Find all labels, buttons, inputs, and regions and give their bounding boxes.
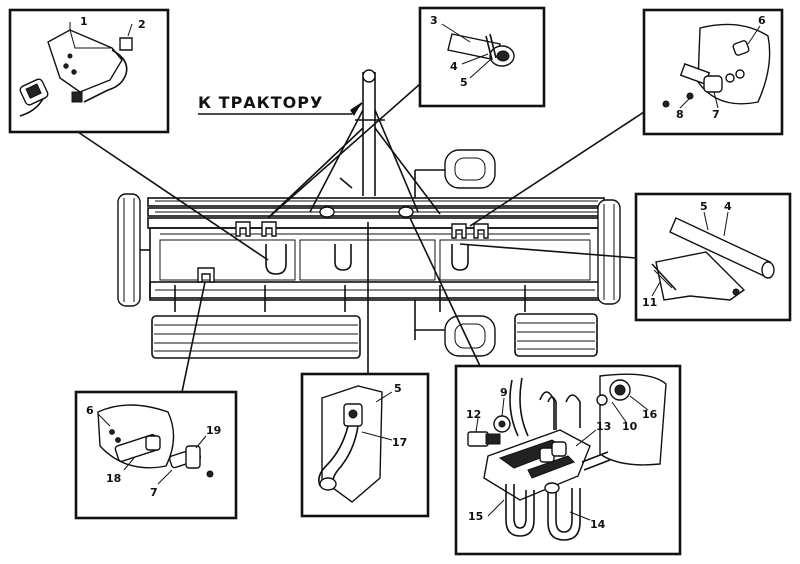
callout-1: 1 <box>80 15 88 28</box>
drawbar <box>197 69 489 283</box>
callout-19: 19 <box>206 424 221 437</box>
leader-lines <box>77 83 645 393</box>
callout-4: 4 <box>450 60 458 73</box>
callout-16: 16 <box>642 408 658 421</box>
detail-bottom-left: 6 18 19 7 <box>74 390 238 520</box>
callout-5-bottom: 5 <box>394 382 402 395</box>
callout-18: 18 <box>106 472 121 485</box>
callout-6: 6 <box>758 14 766 27</box>
detail-bottom-right: 12 9 13 10 16 15 14 <box>454 364 682 556</box>
detail-top-center: 3 4 5 <box>418 6 546 108</box>
callout-10: 10 <box>622 420 638 433</box>
detail-mid-right: 5 4 11 <box>634 192 792 322</box>
callout-4-right: 4 <box>724 200 732 213</box>
callout-17: 17 <box>392 436 407 449</box>
to-tractor-label: К ТРАКТОРУ <box>198 93 323 112</box>
callout-15: 15 <box>468 510 483 523</box>
machine-frame <box>117 149 621 359</box>
callout-5: 5 <box>460 76 468 89</box>
callout-11: 11 <box>642 296 657 309</box>
callout-12: 12 <box>466 408 481 421</box>
callout-2: 2 <box>138 18 146 31</box>
callout-7-bottom: 7 <box>150 486 158 499</box>
detail-bottom-center: 5 17 <box>300 372 430 518</box>
callout-3: 3 <box>430 14 438 27</box>
detail-top-right: 6 7 8 <box>642 8 784 136</box>
callout-5-right: 5 <box>700 200 708 213</box>
callout-14: 14 <box>590 518 606 531</box>
callout-7: 7 <box>712 108 720 121</box>
detail-top-left: 1 2 <box>8 8 170 134</box>
callout-9: 9 <box>500 386 508 399</box>
callout-8: 8 <box>676 108 684 121</box>
callout-6-bottom: 6 <box>86 404 94 417</box>
callout-13: 13 <box>596 420 611 433</box>
